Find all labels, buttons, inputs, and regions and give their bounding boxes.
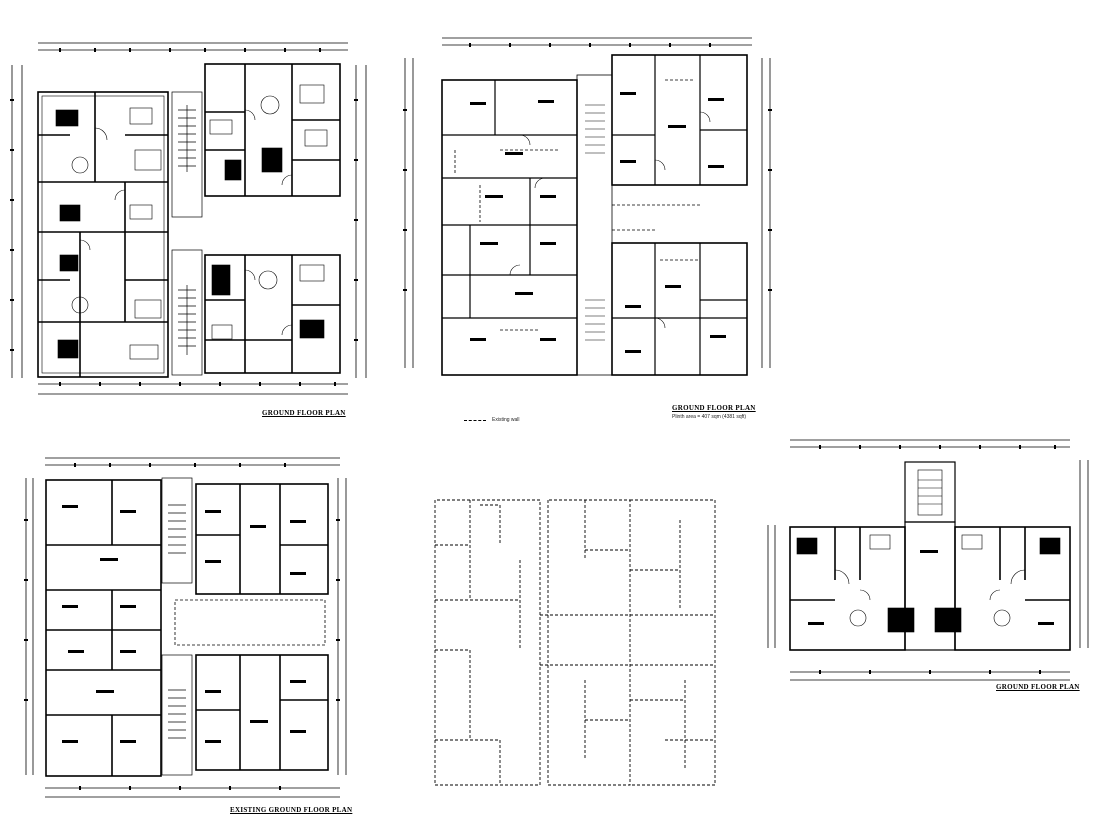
plan-3 [24, 457, 347, 798]
plan-2-plinth-note: Plinth area = 407 sqm (4381 sqft) [672, 414, 747, 420]
plan-5-dimension-lines [767, 439, 1089, 681]
plan-1-left-block-walls [37, 91, 169, 378]
plan-2-interior-walls [442, 55, 747, 375]
plan-1-right-lower-block-walls [204, 254, 341, 374]
plan-5 [767, 439, 1089, 681]
existing-wall-legend-label: Existing wall [492, 417, 520, 423]
plan-3-room-labels [62, 505, 306, 743]
plan-3-dimension-lines [25, 457, 347, 798]
plan-1-door-swings [79, 109, 293, 336]
plan-5-walls [789, 526, 1071, 651]
plan-1 [10, 42, 367, 395]
plan-2-dimension-ticks [403, 43, 772, 291]
plan-2-door-swings [509, 111, 711, 329]
plan-4-existing-outline [434, 499, 716, 786]
plan-3-right-blocks-walls [195, 483, 329, 771]
plan-2-dashed-existing-walls [454, 79, 700, 331]
plan-3-left-block-walls [45, 479, 162, 777]
plan-2-stairs [585, 104, 605, 341]
plan-1-furniture [55, 84, 328, 360]
plan-1-right-upper-block-walls [204, 63, 341, 197]
plan-5-furniture [796, 534, 1061, 633]
plan-2 [403, 37, 772, 376]
plan-1-dimension-lines [11, 42, 367, 395]
plan-2-title: GROUND FLOOR PLAN [672, 404, 756, 412]
plan-1-staircase-upper [171, 91, 203, 218]
plan-3-stair-upper [161, 477, 193, 584]
plan-2-outer-walls [441, 54, 748, 376]
plan-1-title: GROUND FLOOR PLAN [262, 409, 346, 417]
plan-5-dimension-ticks [819, 445, 1056, 674]
plan-1-dimension-ticks [10, 48, 358, 386]
plan-5-title: GROUND FLOOR PLAN [996, 683, 1080, 691]
plan-2-room-labels [470, 92, 726, 353]
plan-3-corridor-dashed [174, 599, 326, 646]
plan-3-dimension-ticks [24, 463, 340, 790]
plan-3-title: EXISTING GROUND FLOOR PLAN [230, 806, 353, 814]
plan-1-staircase-lower [171, 249, 203, 376]
plan-3-stair-lower [161, 654, 193, 776]
existing-wall-legend-line [464, 420, 486, 421]
plan-5-door-swings [834, 569, 1026, 601]
